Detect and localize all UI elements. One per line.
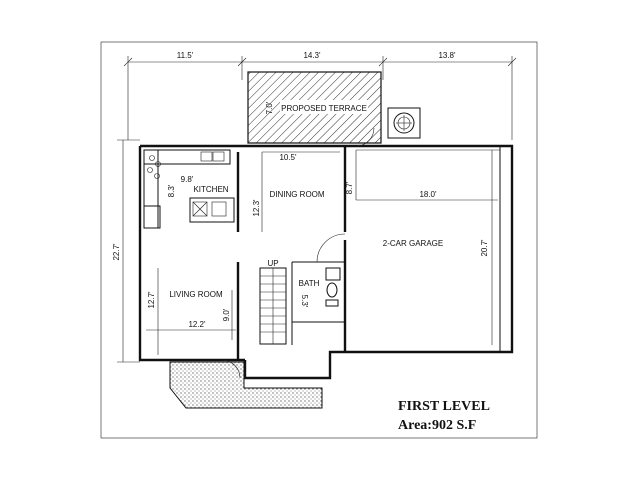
- exterior-wall-main: [140, 144, 514, 354]
- staircase: [259, 267, 287, 345]
- exterior-wall-west: [138, 146, 245, 362]
- living-room-label: LIVING ROOM: [169, 290, 223, 299]
- door-swing-garage: [316, 233, 346, 263]
- dim-garage-upper: 8.7': [345, 181, 354, 194]
- terrace-label: PROPOSED TERRACE: [281, 104, 367, 113]
- dining-room-label: DINING ROOM: [269, 190, 324, 199]
- kitchen-counters: [143, 149, 235, 229]
- door-swing-terrace: [355, 127, 375, 147]
- top-dimension-line: [123, 56, 517, 140]
- left-dimension-line: [117, 139, 140, 363]
- bath-sink-icon: [325, 267, 341, 281]
- dim-top-right: 13.8': [438, 51, 456, 60]
- stair-up-label: UP: [267, 259, 278, 268]
- dim-terrace-depth: 7.0': [265, 101, 274, 114]
- exterior-wall-stair: [243, 350, 345, 380]
- stove-icon: [147, 155, 161, 179]
- level-title: FIRST LEVEL: [398, 399, 490, 414]
- dim-overall-left: 22.7': [112, 243, 121, 261]
- area-caption: Area:902 S.F: [398, 418, 476, 433]
- terrace-label-bg: [280, 100, 368, 114]
- island-sink-icon: [192, 201, 227, 217]
- dim-kitchen-depth: 8.3': [167, 184, 176, 197]
- entry-stoop: [169, 361, 323, 409]
- dim-top-middle: 14.3': [303, 51, 321, 60]
- kitchen-sink-icon: [200, 151, 225, 162]
- bath-label: BATH: [299, 279, 320, 288]
- garage-label: 2-CAR GARAGE: [383, 239, 443, 248]
- dim-garage-depth: 20.7': [480, 239, 489, 257]
- dim-top-left: 11.5': [177, 51, 194, 60]
- ac-unit-icon: [387, 107, 421, 139]
- dim-living-lower: 9.0': [222, 308, 231, 321]
- kitchen-label: KITCHEN: [193, 185, 228, 194]
- dim-dining-width: 10.5': [279, 153, 297, 162]
- dim-living-depth: 12.7': [147, 291, 156, 309]
- page-border: [100, 41, 538, 439]
- dim-dining-depth: 12.3': [252, 199, 261, 217]
- dim-kitchen-width: 9.8': [181, 175, 194, 184]
- dim-garage-width: 18.0': [419, 190, 437, 199]
- dim-living-width: 12.2': [188, 320, 206, 329]
- toilet-icon: [325, 282, 339, 307]
- dim-bath-depth: 5.3': [300, 295, 309, 308]
